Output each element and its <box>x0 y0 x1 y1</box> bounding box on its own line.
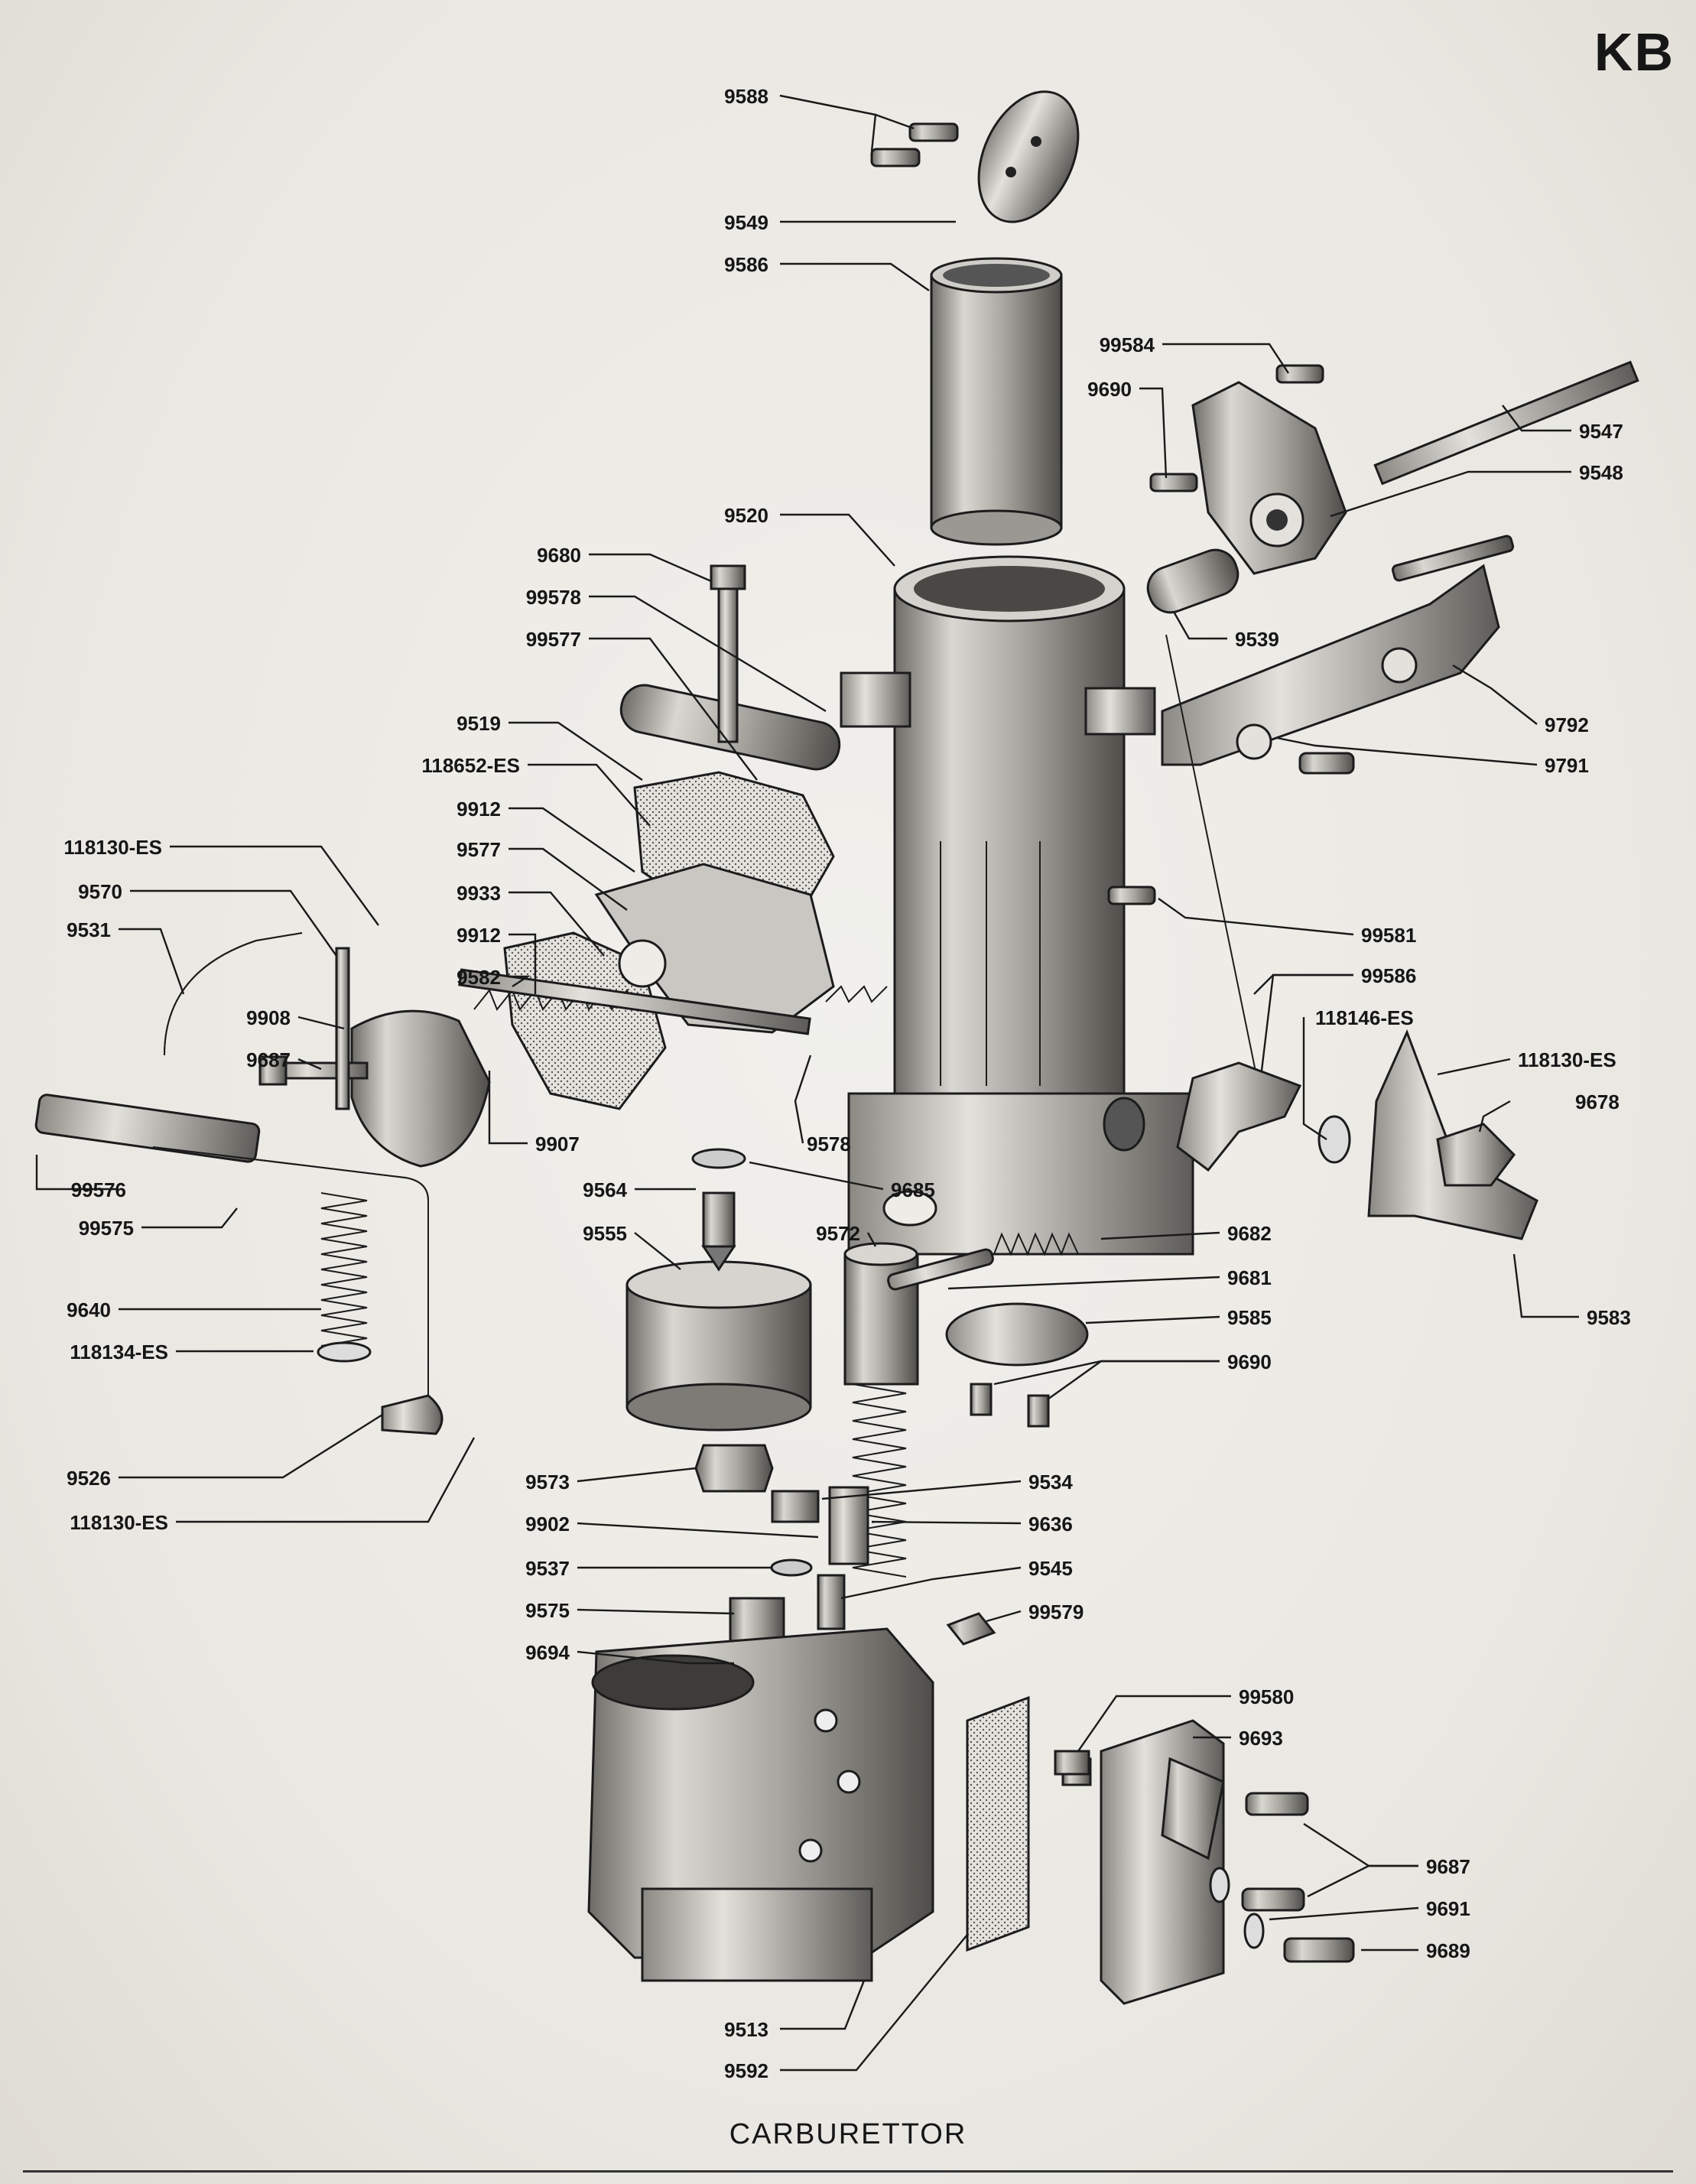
callout-label: 9526 <box>67 1467 111 1490</box>
callout-label: 9577 <box>456 838 501 861</box>
callout-label: 9636 <box>1028 1513 1073 1536</box>
leader-lines <box>35 94 1579 2072</box>
callout-label: 9685 <box>891 1178 935 1201</box>
callout-label: 9907 <box>535 1133 580 1155</box>
callout-label: 118134-ES <box>70 1341 168 1363</box>
callout-label: 9902 <box>525 1513 570 1536</box>
callout-label: 118146-ES <box>1315 1006 1414 1029</box>
part-drawings <box>34 90 1639 2005</box>
callout-label: 9583 <box>1587 1306 1631 1329</box>
callout-label: 9640 <box>67 1298 111 1321</box>
callout-label: 99576 <box>71 1178 126 1201</box>
callout-label: 9694 <box>525 1641 570 1664</box>
page-code: KB <box>1594 22 1675 82</box>
callout-label: 9578 <box>807 1133 851 1155</box>
callout-label: 118130-ES <box>1518 1048 1616 1071</box>
callout-label: 9690 <box>1087 378 1132 401</box>
bottom-rule <box>23 2170 1673 2173</box>
callout-label: 9792 <box>1545 713 1589 736</box>
callout-label: 9575 <box>525 1599 570 1622</box>
callout-label: 9912 <box>456 924 501 947</box>
callout-label: 9582 <box>456 966 501 989</box>
callout-label: 9519 <box>456 712 501 735</box>
callout-label: 9791 <box>1545 754 1589 777</box>
callout-label: 99575 <box>79 1217 134 1240</box>
callout-label: 9687 <box>1426 1855 1470 1878</box>
callout-label: 9693 <box>1239 1727 1283 1750</box>
callout-label: 9537 <box>525 1557 570 1580</box>
callout-label: 9570 <box>78 880 122 903</box>
callout-label: 9691 <box>1426 1897 1470 1920</box>
callout-label: 118652-ES <box>421 754 520 777</box>
callout-label: 99581 <box>1361 924 1416 947</box>
callout-label: 9585 <box>1227 1306 1272 1329</box>
callout-label: 9564 <box>583 1178 627 1201</box>
callout-label: 9681 <box>1227 1266 1272 1289</box>
callout-label: 9549 <box>724 211 768 234</box>
callout-label: 9573 <box>525 1471 570 1493</box>
callout-label: 99578 <box>526 586 581 609</box>
callout-label: 9545 <box>1028 1557 1073 1580</box>
callout-label: 9513 <box>724 2018 768 2041</box>
callout-label: 9592 <box>724 2059 768 2082</box>
callout-label: 9572 <box>816 1222 860 1245</box>
callout-label: 118130-ES <box>63 836 162 859</box>
callout-label: 99584 <box>1100 333 1155 356</box>
callout-label: 99580 <box>1239 1685 1294 1708</box>
callout-label: 9555 <box>583 1222 627 1245</box>
callout-label: 9933 <box>456 882 501 905</box>
callout-label: 9689 <box>1426 1939 1470 1962</box>
callout-label: 9682 <box>1227 1222 1272 1245</box>
callout-label: 9690 <box>1227 1350 1272 1373</box>
figure-caption: CARBURETTOR <box>729 2118 967 2150</box>
callout-label: 118130-ES <box>70 1511 168 1534</box>
callout-label: 9520 <box>724 504 768 527</box>
callout-label: 9534 <box>1028 1471 1073 1493</box>
callout-label: 9539 <box>1235 628 1279 651</box>
callout-label: 9687 <box>246 1048 291 1071</box>
callout-label: 9680 <box>537 544 581 567</box>
callout-label: 9547 <box>1579 420 1623 443</box>
callout-label: 99577 <box>526 628 581 651</box>
callout-label: 99579 <box>1028 1601 1084 1623</box>
callout-label: 9586 <box>724 253 768 276</box>
callout-label: 9531 <box>67 918 111 941</box>
part-callouts: 9588 9549 9586 99584 9690 9547 9548 9520… <box>63 85 1631 2082</box>
callout-label: 9908 <box>246 1006 291 1029</box>
callout-label: 9912 <box>456 798 501 821</box>
callout-label: 9678 <box>1575 1090 1620 1113</box>
callout-label: 99586 <box>1361 964 1416 987</box>
callout-label: 9588 <box>724 85 768 108</box>
callout-label: 9548 <box>1579 461 1623 484</box>
